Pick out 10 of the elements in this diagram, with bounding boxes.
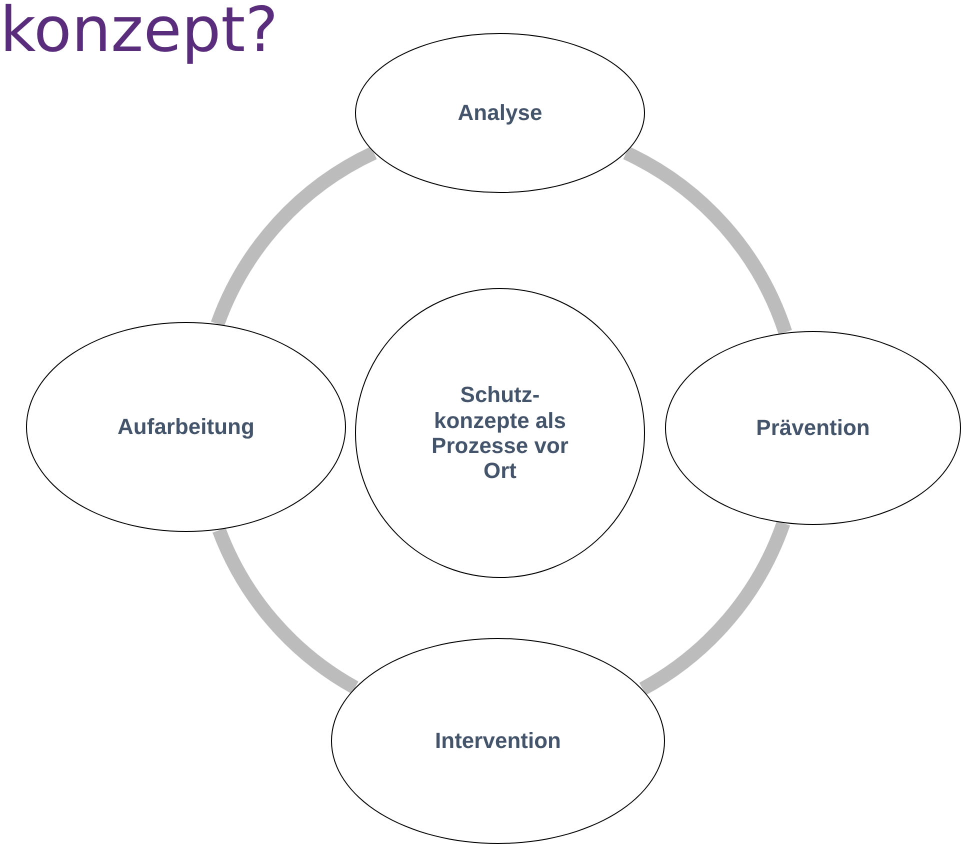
node-label: Aufarbeitung — [118, 414, 254, 440]
ring-connector — [622, 146, 792, 335]
ring-connector — [211, 146, 378, 327]
ring-connector — [212, 527, 359, 694]
node-label: Intervention — [435, 728, 561, 754]
node-label: Schutz- konzepte als Prozesse vor Ort — [430, 382, 570, 484]
node-label: Prävention — [756, 415, 870, 441]
node-label: Analyse — [458, 100, 542, 126]
ring-connector — [638, 520, 790, 695]
title: konzept? — [0, 0, 278, 64]
